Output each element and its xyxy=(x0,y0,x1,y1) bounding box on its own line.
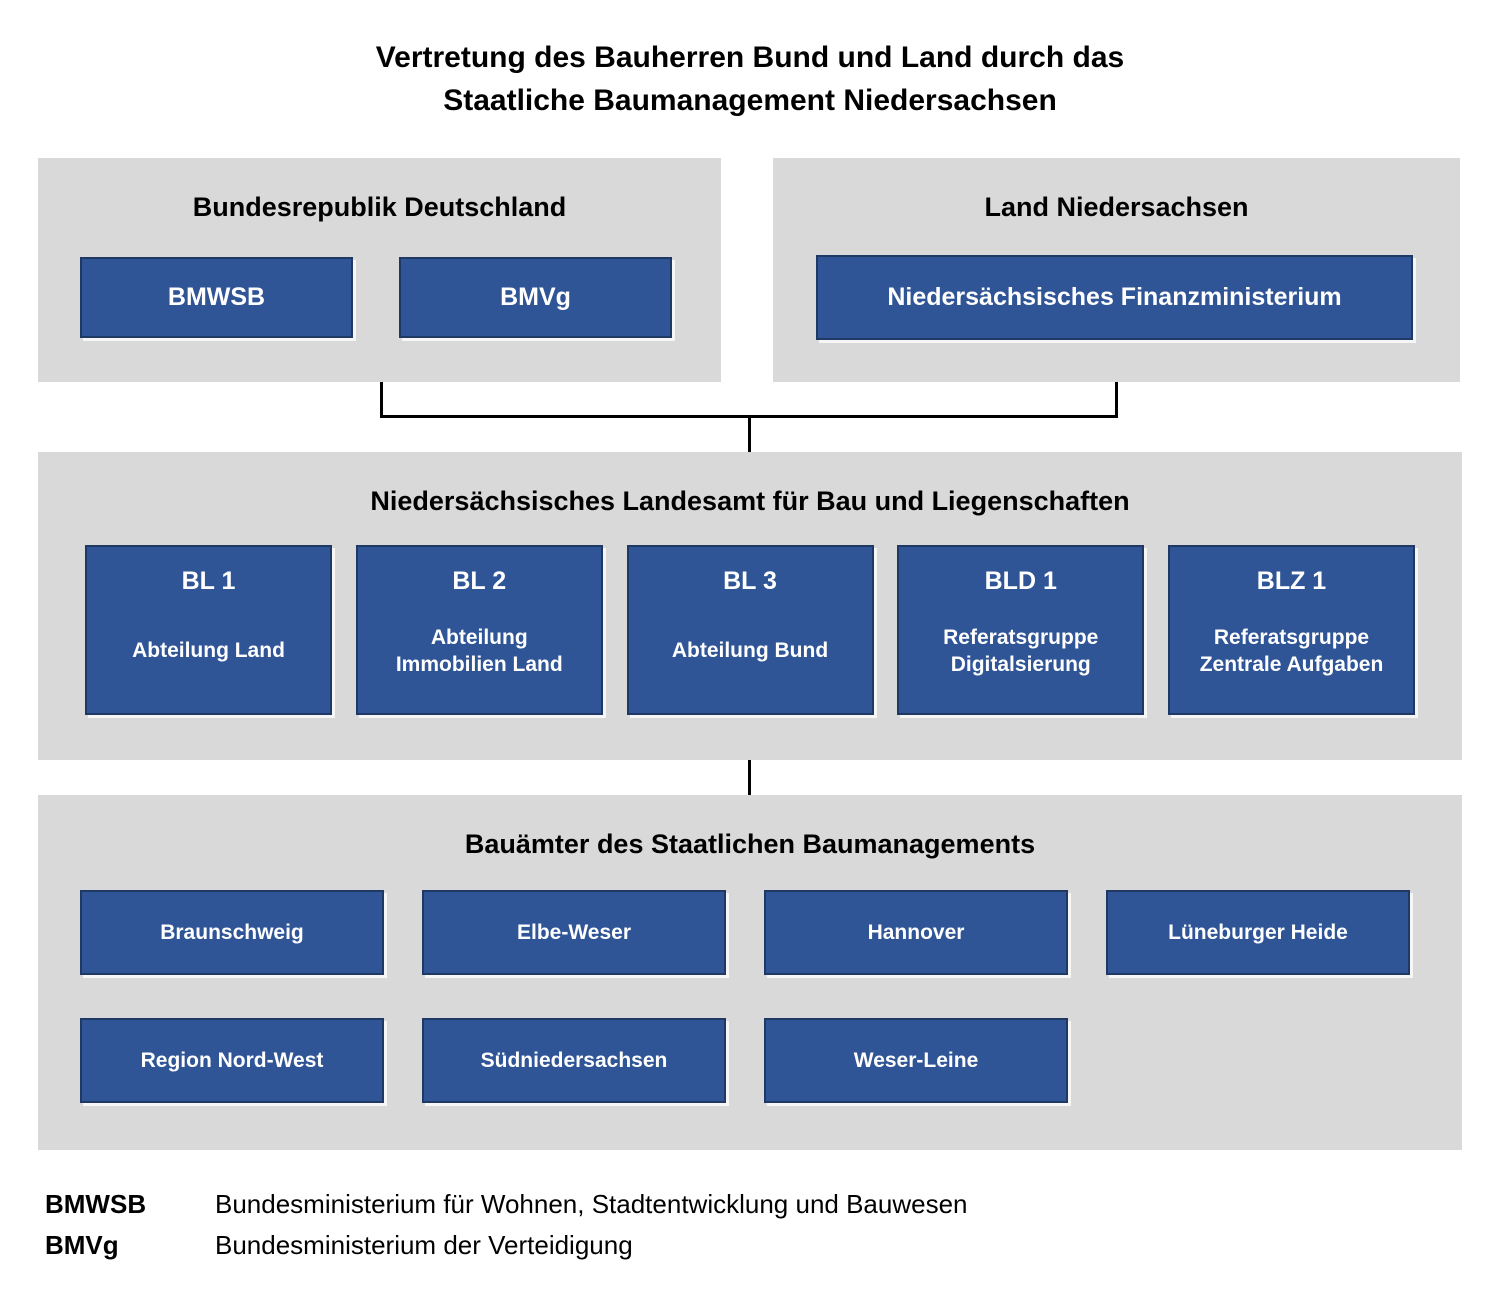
connector-line-lower-drop xyxy=(748,760,751,795)
org-box-bmwsb: BMWSB xyxy=(80,257,353,338)
connector-line-left-drop xyxy=(380,382,383,418)
connector-line-right-drop xyxy=(1115,382,1118,418)
org-box-elbe-weser-label: Elbe-Weser xyxy=(517,920,631,944)
org-box-bld1-code: BLD 1 xyxy=(984,567,1057,595)
panel-bauaemter: Bauämter des Staatlichen Baumanagements … xyxy=(38,795,1462,1150)
panel-bundesrepublik: Bundesrepublik Deutschland BMWSB BMVg xyxy=(38,158,721,382)
legend-row-bmwsb: BMWSB Bundesministerium für Wohnen, Stad… xyxy=(45,1184,968,1225)
org-box-suedniedersachsen-label: Südniedersachsen xyxy=(480,1048,668,1072)
org-box-braunschweig-label: Braunschweig xyxy=(160,920,304,944)
org-box-lueneburger-heide: Lüneburger Heide xyxy=(1106,890,1410,975)
legend-abbr-bmvg: BMVg xyxy=(45,1230,119,1260)
org-box-hannover: Hannover xyxy=(764,890,1068,975)
connector-line-horizontal xyxy=(380,415,1118,418)
panel-landesamt: Niedersächsisches Landesamt für Bau und … xyxy=(38,452,1462,760)
org-box-blz1: BLZ 1 Referatsgruppe Zentrale Aufgaben xyxy=(1168,545,1415,715)
page-title: Vertretung des Bauherren Bund und Land d… xyxy=(0,36,1500,122)
org-box-bmvg: BMVg xyxy=(399,257,672,338)
bauaemter-row-2: Region Nord-West Südniedersachsen Weser-… xyxy=(80,1018,1410,1103)
legend-desc-bmvg: Bundesministerium der Verteidigung xyxy=(215,1230,633,1260)
org-box-bl1-code: BL 1 xyxy=(181,567,236,595)
org-box-bl3-label: Abteilung Bund xyxy=(671,639,829,662)
org-box-region-nord-west-label: Region Nord-West xyxy=(140,1048,324,1072)
legend-row-bmvg: BMVg Bundesministerium der Verteidigung xyxy=(45,1225,968,1266)
bauaemter-row-1: Braunschweig Elbe-Weser Hannover Lünebur… xyxy=(80,890,1410,975)
org-box-bl1-label: Abteilung Land xyxy=(132,639,285,662)
org-box-bl2: BL 2 Abteilung Immobilien Land xyxy=(355,545,603,715)
org-box-weser-leine-label: Weser-Leine xyxy=(853,1048,979,1072)
legend-abbr-bmwsb: BMWSB xyxy=(45,1189,147,1219)
org-box-bl1: BL 1 Abteilung Land xyxy=(85,545,332,715)
org-box-lueneburger-heide-label: Lüneburger Heide xyxy=(1168,920,1348,944)
org-box-suedniedersachsen: Südniedersachsen xyxy=(422,1018,726,1103)
page-title-line-1: Vertretung des Bauherren Bund und Land d… xyxy=(375,41,1125,74)
legend: BMWSB Bundesministerium für Wohnen, Stad… xyxy=(45,1184,968,1266)
org-box-region-nord-west: Region Nord-West xyxy=(80,1018,384,1103)
org-box-bl2-label: Abteilung Immobilien Land xyxy=(395,625,563,676)
panel-bauaemter-header: Bauämter des Staatlichen Baumanagements xyxy=(464,829,1036,859)
org-box-bl2-code: BL 2 xyxy=(452,567,507,595)
org-box-bld1-label: Referatsgruppe Digitalsierung xyxy=(943,625,1099,676)
connector-line-center-drop xyxy=(748,418,751,452)
org-box-bl3-code: BL 3 xyxy=(723,567,777,595)
panel-bundesrepublik-header: Bundesrepublik Deutschland xyxy=(192,192,567,222)
org-box-blz1-label: Referatsgruppe Zentrale Aufgaben xyxy=(1199,625,1384,676)
org-box-bld1: BLD 1 Referatsgruppe Digitalsierung xyxy=(897,545,1145,715)
org-box-finanzministerium-label: Niedersächsisches Finanzministerium xyxy=(887,283,1342,311)
org-box-bmvg-label: BMVg xyxy=(500,283,571,311)
org-box-braunschweig: Braunschweig xyxy=(80,890,384,975)
org-box-bl3: BL 3 Abteilung Bund xyxy=(626,545,874,715)
org-box-hannover-label: Hannover xyxy=(867,920,965,944)
panel-landesamt-header: Niedersächsisches Landesamt für Bau und … xyxy=(370,486,1130,516)
legend-desc-bmwsb: Bundesministerium für Wohnen, Stadtentwi… xyxy=(215,1189,968,1219)
org-box-weser-leine: Weser-Leine xyxy=(764,1018,1068,1103)
panel-land-niedersachsen: Land Niedersachsen Niedersächsisches Fin… xyxy=(773,158,1460,382)
org-box-bmwsb-label: BMWSB xyxy=(167,283,266,311)
org-box-finanzministerium: Niedersächsisches Finanzministerium xyxy=(816,255,1413,340)
page-title-line-2: Staatliche Baumanagement Niedersachsen xyxy=(443,84,1057,117)
landesamt-box-row: BL 1 Abteilung Land BL 2 Abteilung Immob… xyxy=(85,545,1415,715)
org-box-elbe-weser: Elbe-Weser xyxy=(422,890,726,975)
panel-land-niedersachsen-header: Land Niedersachsen xyxy=(984,192,1249,222)
org-box-blz1-code: BLZ 1 xyxy=(1256,567,1327,595)
